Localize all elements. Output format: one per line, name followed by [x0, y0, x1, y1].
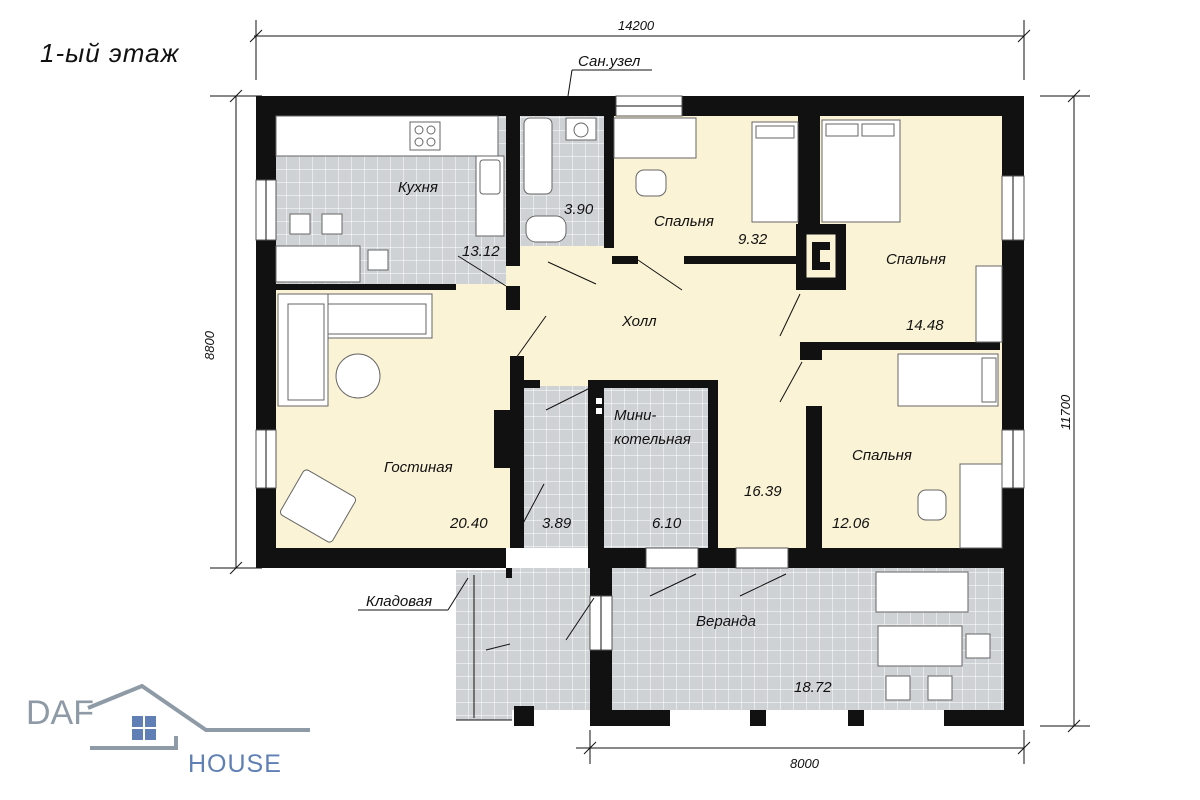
kitchen-area: 13.12: [462, 243, 500, 260]
stove: [409, 121, 441, 151]
furniture: [275, 115, 1003, 721]
armchair: [279, 469, 357, 543]
kitchen-sink: [479, 159, 501, 195]
bathroom-name: Сан.узел: [578, 53, 641, 70]
desk-right: [959, 463, 1003, 549]
veranda-sofa: [875, 571, 969, 613]
floor-boiler: [604, 386, 708, 548]
bedroom-small-area: 9.32: [738, 231, 768, 248]
bedroom-large-area: 14.48: [906, 317, 944, 334]
window-veranda-1: [645, 547, 699, 569]
kitchen-table: [275, 245, 361, 283]
storage-area: 3.89: [542, 515, 572, 532]
dim-left: 8800: [202, 330, 217, 360]
kitchen-name: Кухня: [398, 179, 438, 196]
bathroom-area: 3.90: [564, 201, 594, 218]
dimension-lines: [210, 20, 1090, 764]
bathtub: [523, 117, 553, 195]
boiler-name-line2: котельная: [614, 431, 691, 448]
hall-name: Холл: [621, 313, 657, 330]
living-area: 20.40: [449, 515, 488, 532]
wardrobe-large: [975, 265, 1003, 343]
bedroom-right-area: 12.06: [832, 515, 870, 532]
labels: 1-ый этаж 14200 8000 8800 11700 Кухня 13…: [40, 18, 1073, 771]
logo-text-house: HOUSE: [188, 750, 282, 778]
desk-bedroom-small: [613, 117, 697, 159]
chair-bedroom-small: [635, 169, 667, 197]
dim-top: 14200: [618, 18, 655, 33]
chair-right: [917, 489, 947, 521]
hall-area: 16.39: [744, 483, 782, 500]
windows: [255, 95, 1025, 651]
plan-title: 1-ый этаж: [40, 38, 180, 68]
toilet: [525, 215, 567, 243]
daf-house-logo: DAF HOUSE: [26, 683, 310, 778]
bedroom-large-name: Спальня: [886, 251, 946, 268]
coffee-table: [335, 353, 381, 399]
living-name: Гостиная: [384, 459, 453, 476]
dim-bottom: 8000: [790, 756, 820, 771]
kitchen-counter: [275, 115, 499, 157]
floor-storage: [522, 386, 588, 548]
floor-porch: [456, 570, 512, 720]
boiler-name-line1: Мини-: [614, 407, 656, 424]
window-veranda-2: [735, 547, 789, 569]
bedroom-small-name: Спальня: [654, 213, 714, 230]
boiler-area: 6.10: [652, 515, 682, 532]
veranda-name: Веранда: [696, 613, 756, 630]
fireplace: [494, 410, 510, 468]
bedroom-right-name: Спальня: [852, 447, 912, 464]
bed-right: [897, 353, 999, 407]
veranda-table: [877, 625, 963, 667]
bed-large: [821, 119, 901, 223]
walls: [256, 96, 1024, 726]
dim-right: 11700: [1058, 394, 1073, 430]
bed-small: [751, 121, 799, 223]
logo-roof-icon: [87, 683, 310, 732]
veranda-area: 18.72: [794, 679, 832, 696]
logo-text-daf: DAF: [26, 694, 94, 732]
storage-name: Кладовая: [366, 593, 432, 610]
door-swings: [457, 255, 803, 651]
boiler-equipment: [594, 394, 604, 418]
